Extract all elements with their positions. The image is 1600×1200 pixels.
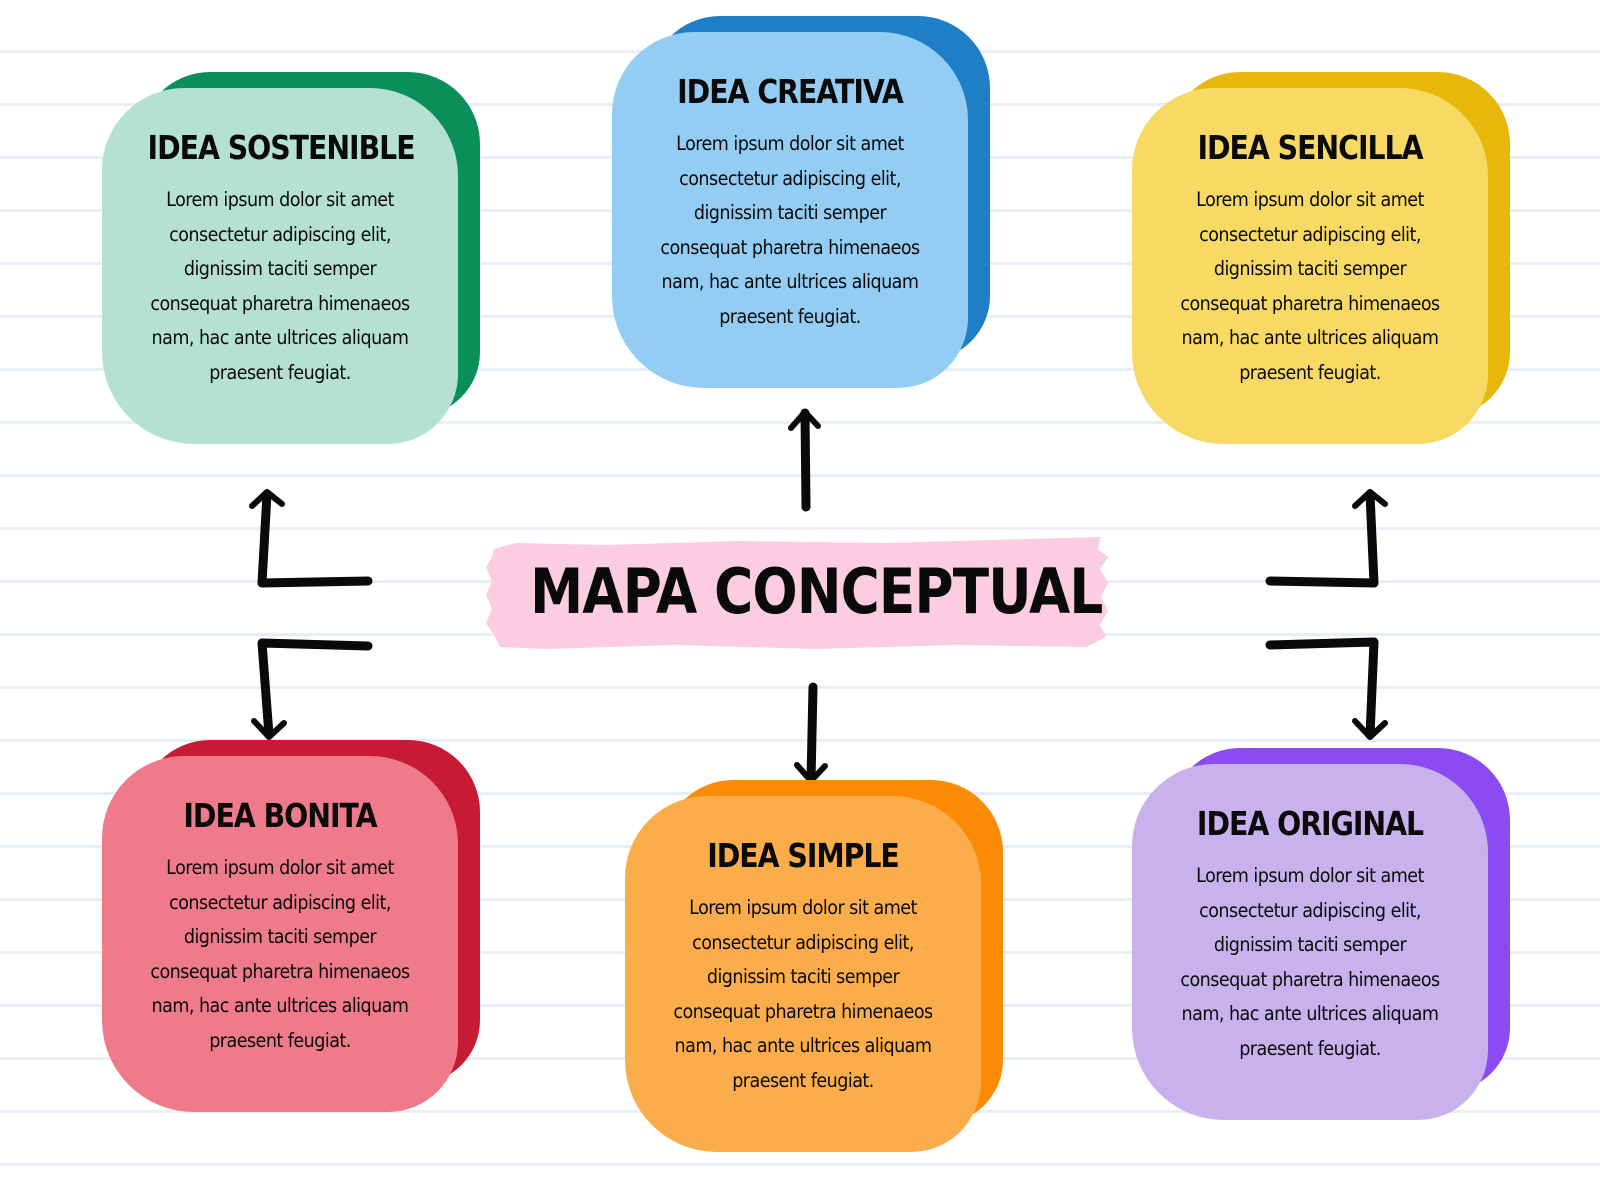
card-body-line: Lorem ipsum dolor sit amet <box>166 188 394 211</box>
card-body-line: consequat pharetra himenaeos <box>1180 291 1440 315</box>
card-body-line: dignissim taciti semper <box>706 965 900 988</box>
card-face: IDEA ORIGINAL Lorem ipsum dolor sit amet… <box>1132 764 1488 1120</box>
arrow-elbow-sencilla <box>1265 489 1388 588</box>
card-body-line: consequat pharetra himenaeos <box>673 999 933 1023</box>
card-body-line: praesent feugiat. <box>1239 360 1381 384</box>
card-body-line: consectetur adipiscing elit, <box>692 930 914 954</box>
card-body-line: praesent feugiat. <box>719 304 861 328</box>
card-title: IDEA BONITA <box>183 796 377 835</box>
card-body-line: consectetur adipiscing elit, <box>1199 898 1421 922</box>
idea-sostenible-card: IDEA SOSTENIBLE Lorem ipsum dolor sit am… <box>102 72 480 444</box>
card-face: IDEA SOSTENIBLE Lorem ipsum dolor sit am… <box>102 88 458 444</box>
card-body-line: consequat pharetra himenaeos <box>150 959 410 983</box>
card-body-line: Lorem ipsum dolor sit amet <box>689 896 917 919</box>
idea-bonita-card: IDEA BONITA Lorem ipsum dolor sit amet c… <box>102 740 480 1112</box>
card-body-line: praesent feugiat. <box>1239 1036 1381 1060</box>
card-body-line: consectetur adipiscing elit, <box>1199 222 1421 246</box>
card-body: Lorem ipsum dolor sit amet consectetur a… <box>129 183 431 390</box>
arrow-down-simple <box>794 682 828 785</box>
central-concept: MAPA CONCEPTUAL <box>486 535 1116 655</box>
card-body-line: nam, hac ante ultrices aliquam <box>151 326 409 349</box>
card-body-line: Lorem ipsum dolor sit amet <box>1196 864 1424 887</box>
card-body-line: dignissim taciti semper <box>183 257 377 280</box>
card-body: Lorem ipsum dolor sit amet consectetur a… <box>652 891 954 1098</box>
card-title: IDEA SENCILLA <box>1197 128 1423 167</box>
card-body-line: consectetur adipiscing elit, <box>679 166 901 190</box>
card-body-line: nam, hac ante ultrices aliquam <box>1181 1002 1439 1025</box>
card-body-line: consequat pharetra himenaeos <box>150 291 410 315</box>
arrow-up-creativa <box>788 408 821 512</box>
idea-original-card: IDEA ORIGINAL Lorem ipsum dolor sit amet… <box>1132 748 1510 1120</box>
card-body-line: consequat pharetra himenaeos <box>660 235 920 259</box>
card-body-line: dignissim taciti semper <box>183 925 377 948</box>
card-body: Lorem ipsum dolor sit amet consectetur a… <box>129 851 431 1058</box>
card-body: Lorem ipsum dolor sit amet consectetur a… <box>1159 859 1461 1066</box>
card-body-line: consectetur adipiscing elit, <box>169 890 391 914</box>
card-body-line: Lorem ipsum dolor sit amet <box>1196 188 1424 211</box>
card-title: IDEA SOSTENIBLE <box>147 128 416 167</box>
card-body-line: consectetur adipiscing elit, <box>169 222 391 246</box>
card-body-line: nam, hac ante ultrices aliquam <box>674 1034 932 1057</box>
central-concept-title: MAPA CONCEPTUAL <box>530 555 1103 628</box>
card-body-line: praesent feugiat. <box>209 1028 351 1052</box>
card-face: IDEA SENCILLA Lorem ipsum dolor sit amet… <box>1132 88 1488 444</box>
card-body-line: praesent feugiat. <box>209 360 351 384</box>
card-face: IDEA CREATIVA Lorem ipsum dolor sit amet… <box>612 32 968 388</box>
card-body-line: consequat pharetra himenaeos <box>1180 967 1440 991</box>
card-face: IDEA SIMPLE Lorem ipsum dolor sit amet c… <box>625 796 981 1152</box>
card-body-line: dignissim taciti semper <box>1213 257 1407 280</box>
brush-stroke-background <box>486 537 1108 649</box>
arrow-elbow-bonita <box>251 638 373 740</box>
card-title: IDEA ORIGINAL <box>1196 804 1424 843</box>
card-body: Lorem ipsum dolor sit amet consectetur a… <box>1159 183 1461 390</box>
idea-simple-card: IDEA SIMPLE Lorem ipsum dolor sit amet c… <box>625 780 1003 1152</box>
card-body-line: nam, hac ante ultrices aliquam <box>1181 326 1439 349</box>
card-body-line: praesent feugiat. <box>732 1068 874 1092</box>
card-body-line: Lorem ipsum dolor sit amet <box>676 132 904 155</box>
arrow-elbow-original <box>1265 637 1388 740</box>
idea-sencilla-card: IDEA SENCILLA Lorem ipsum dolor sit amet… <box>1132 72 1510 444</box>
card-title: IDEA SIMPLE <box>707 836 900 875</box>
card-title: IDEA CREATIVA <box>677 72 904 111</box>
card-body-line: dignissim taciti semper <box>693 201 887 224</box>
idea-creativa-card: IDEA CREATIVA Lorem ipsum dolor sit amet… <box>612 16 990 388</box>
card-face: IDEA BONITA Lorem ipsum dolor sit amet c… <box>102 756 458 1112</box>
card-body-line: nam, hac ante ultrices aliquam <box>151 994 409 1017</box>
card-body-line: nam, hac ante ultrices aliquam <box>661 270 919 293</box>
card-body: Lorem ipsum dolor sit amet consectetur a… <box>639 127 941 334</box>
arrow-elbow-sostenible <box>249 489 373 588</box>
card-body-line: Lorem ipsum dolor sit amet <box>166 856 394 879</box>
card-body-line: dignissim taciti semper <box>1213 933 1407 956</box>
